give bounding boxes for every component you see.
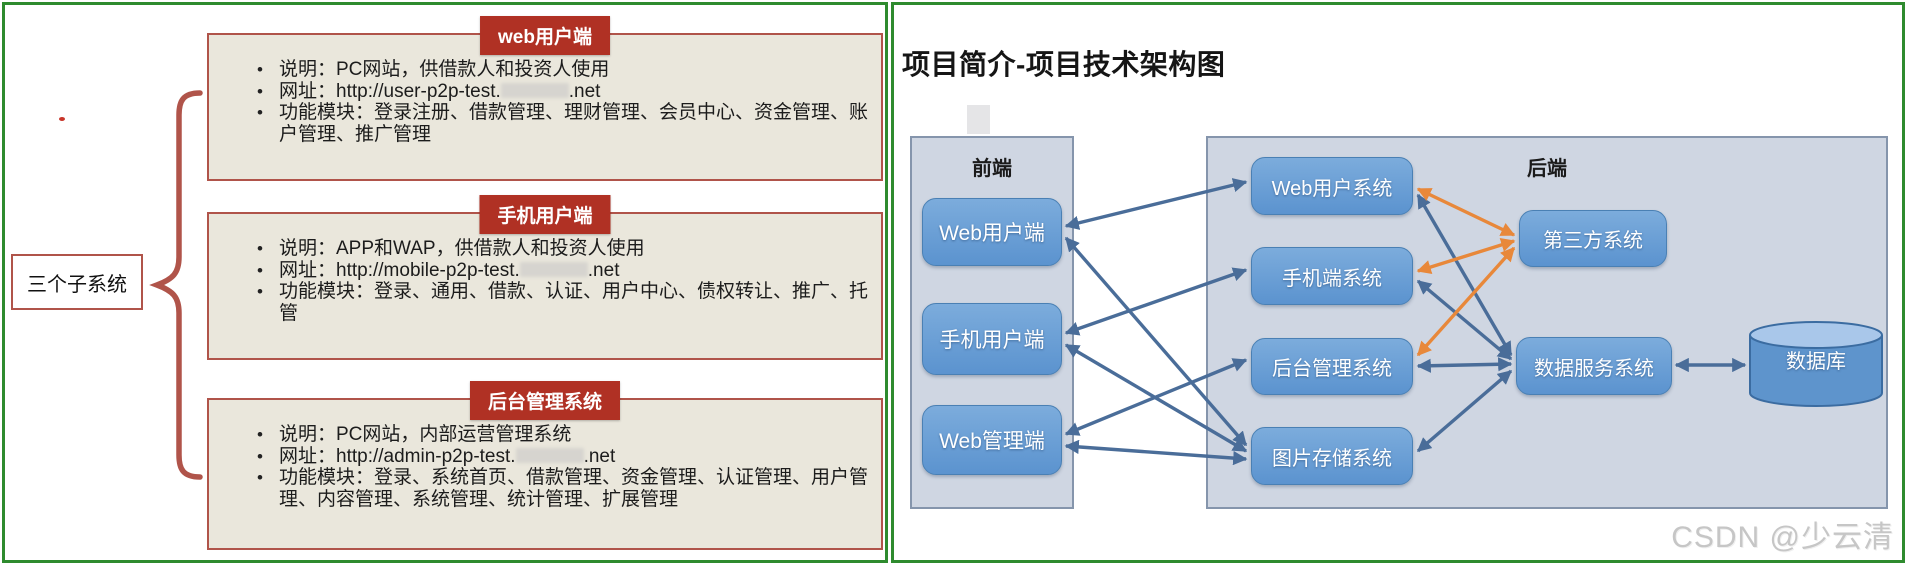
url-suffix: .net (568, 80, 601, 102)
node-web-user-client: Web用户端 (922, 198, 1062, 266)
url-suffix: .net (587, 259, 620, 281)
node-web-admin-client: Web管理端 (922, 405, 1062, 475)
node-web-user-system: Web用户系统 (1251, 157, 1413, 215)
url-prefix: http://mobile-p2p-test. (336, 259, 520, 281)
url-censored-block (500, 82, 569, 98)
node-third-party-system: 第三方系统 (1519, 210, 1667, 267)
description-item: 说明：PC网站，供借款人和投资人使用 (249, 59, 875, 81)
system-card-bullets: 说明：PC网站，供借款人和投资人使用 网址：http://user-p2p-te… (209, 35, 881, 145)
node-mobile-system: 手机端系统 (1251, 247, 1413, 305)
url-prefix: http://admin-p2p-test. (336, 445, 516, 467)
url-label: 网址： (279, 259, 337, 281)
watermark: CSDN @少云清 (1671, 521, 1894, 554)
gray-chip (967, 105, 990, 134)
url-censored-block (515, 447, 584, 463)
backend-label: 后端 (1527, 158, 1567, 180)
modules-item: 功能模块：登录、系统首页、借款管理、资金管理、认证管理、用户管理、内容管理、系统… (249, 467, 875, 510)
database-label: 数据库 (1786, 351, 1846, 373)
system-card-mobile-user: 手机用户端 说明：APP和WAP，供借款人和投资人使用 网址：http://mo… (207, 195, 883, 360)
system-card-bullets: 说明：PC网站，内部运营管理系统 网址：http://admin-p2p-tes… (209, 400, 881, 510)
node-data-service-system: 数据服务系统 (1516, 337, 1672, 395)
red-dot-marker (59, 117, 65, 121)
system-card-tab: web用户端 (480, 16, 610, 55)
modules-item: 功能模块：登录注册、借款管理、理财管理、会员中心、资金管理、账户管理、推广管理 (249, 102, 875, 145)
modules-item: 功能模块：登录、通用、借款、认证、用户中心、债权转让、推广、托管 (249, 281, 875, 324)
url-label: 网址： (279, 445, 337, 467)
url-item: 网址：http://mobile-p2p-test. .net (249, 260, 875, 282)
frontend-label: 前端 (972, 158, 1012, 180)
description-item: 说明：APP和WAP，供借款人和投资人使用 (249, 238, 875, 260)
system-card-tab: 手机用户端 (479, 195, 611, 234)
description-item: 说明：PC网站，内部运营管理系统 (249, 424, 875, 446)
url-suffix: .net (583, 445, 616, 467)
brace-icon (149, 90, 203, 480)
system-card-admin: 后台管理系统 说明：PC网站，内部运营管理系统 网址：http://admin-… (207, 381, 883, 550)
system-card-web-user: web用户端 说明：PC网站，供借款人和投资人使用 网址：http://user… (207, 16, 883, 181)
url-item: 网址：http://admin-p2p-test. .net (249, 446, 875, 468)
url-censored-block (519, 261, 588, 277)
system-card-bullets: 说明：APP和WAP，供借款人和投资人使用 网址：http://mobile-p… (209, 214, 881, 324)
node-image-storage-system: 图片存储系统 (1251, 427, 1413, 485)
url-prefix: http://user-p2p-test. (336, 80, 501, 102)
system-card-tab: 后台管理系统 (469, 381, 621, 420)
group-label: 三个子系统 (27, 273, 127, 296)
url-item: 网址：http://user-p2p-test. .net (249, 81, 875, 103)
group-label-box: 三个子系统 (11, 254, 143, 310)
architecture-title: 项目简介-项目技术架构图 (902, 49, 1226, 80)
node-admin-system: 后台管理系统 (1251, 338, 1413, 395)
node-mobile-user-client: 手机用户端 (922, 303, 1062, 375)
subsystems-panel: 三个子系统 web用户端 说明：PC网站，供借款人和投资人使用 网址：http:… (2, 2, 888, 563)
url-label: 网址： (279, 80, 337, 102)
architecture-panel: 项目简介-项目技术架构图 前端 后端 (891, 2, 1905, 563)
